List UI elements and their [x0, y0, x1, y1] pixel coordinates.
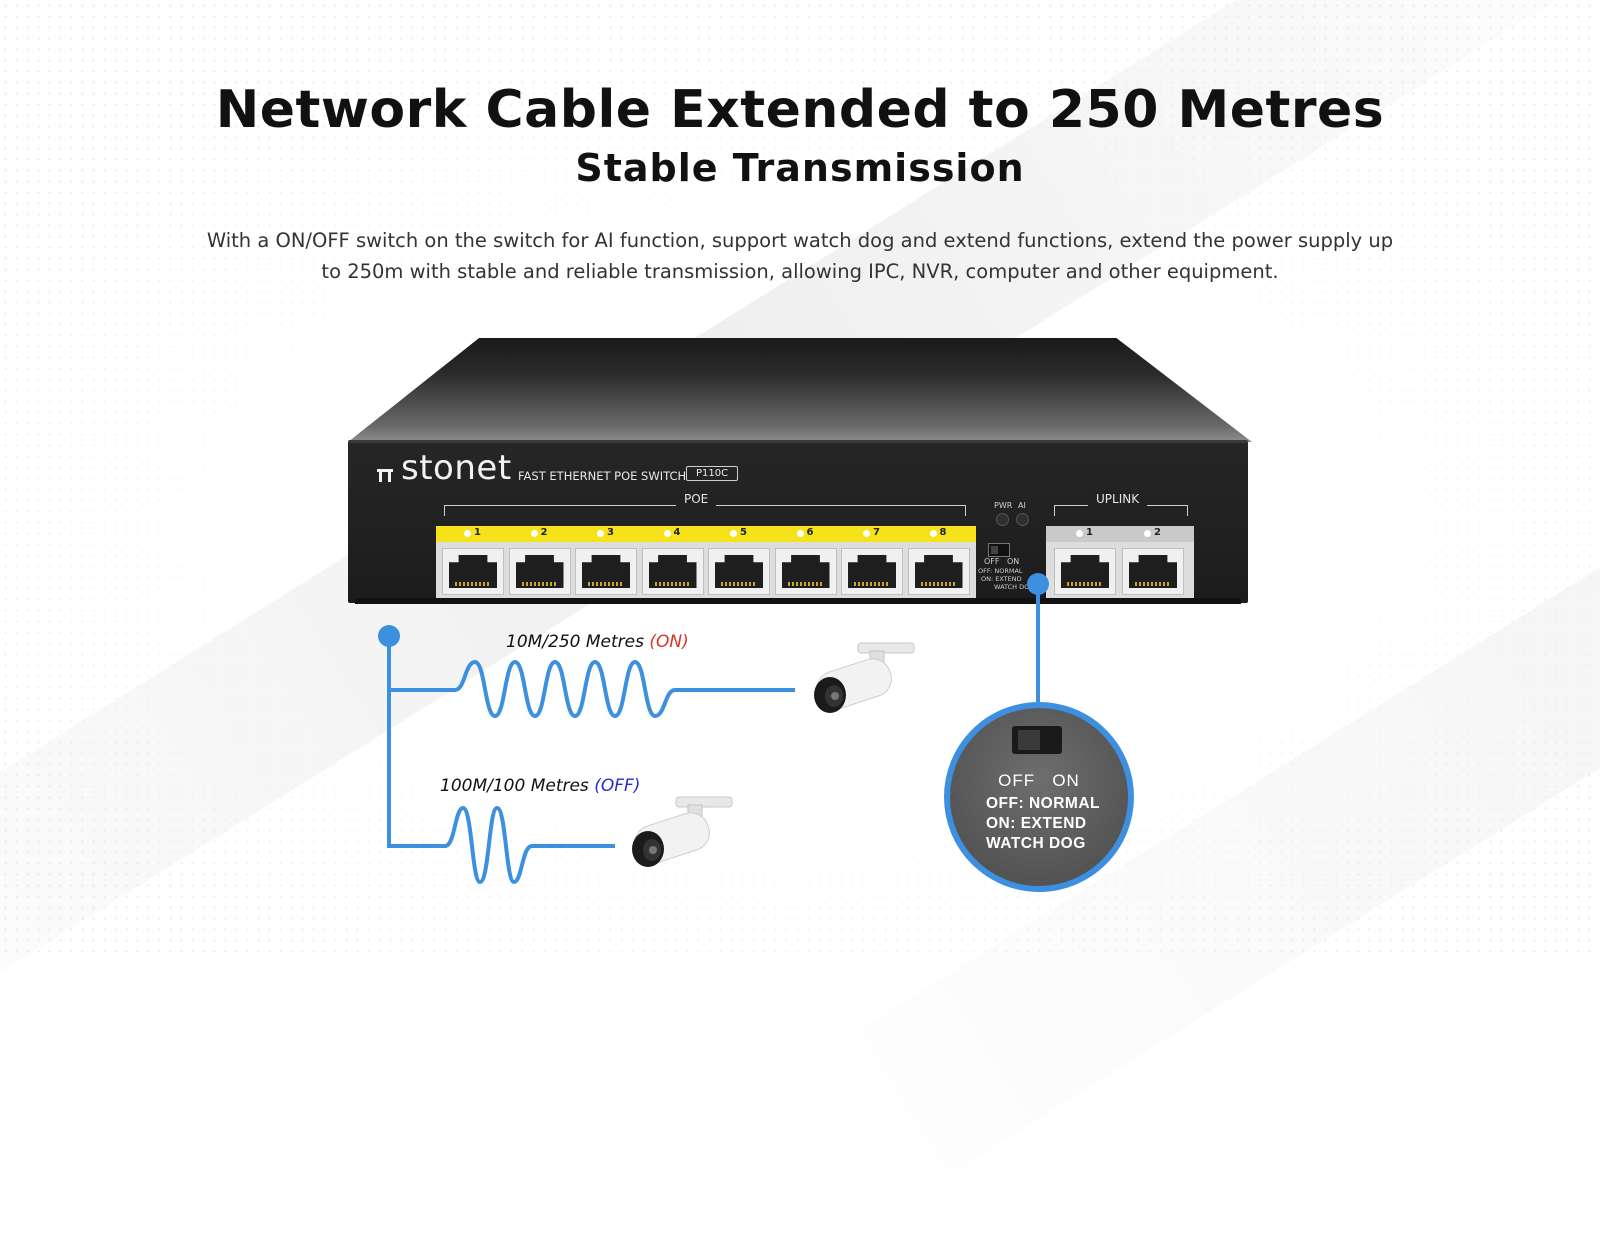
- poe-port-1[interactable]: [442, 548, 504, 595]
- port-pins: [721, 582, 757, 586]
- callout-line-2: ON: EXTEND: [986, 815, 1087, 832]
- mini-off-label: OFF: [984, 557, 1000, 566]
- poe-port-6[interactable]: [774, 548, 837, 595]
- switch-front-panel: stonet FAST ETHERNET POE SWITCH P110C PO…: [348, 440, 1248, 603]
- port-led: [663, 530, 671, 537]
- long-cable-distance: 10M/250 Metres: [506, 632, 644, 652]
- poe-port-7[interactable]: [841, 548, 903, 595]
- port-number: 4: [673, 527, 681, 538]
- port-number: 1: [1086, 527, 1093, 538]
- port-pins: [521, 582, 558, 586]
- short-cable-mode: (OFF): [594, 776, 641, 796]
- port-pins: [1135, 582, 1171, 586]
- page-subtitle: Stable Transmission: [575, 146, 1025, 190]
- mini-line-3: WATCH DOG: [994, 583, 1035, 591]
- model-text: FAST ETHERNET POE SWITCH: [518, 469, 687, 483]
- description: With a ON/OFF switch on the switch for A…: [200, 225, 1400, 287]
- extend-dip-switch[interactable]: [988, 543, 1010, 557]
- callout-line-3: WATCH DOG: [986, 835, 1086, 852]
- poe-port-group: 1 2 3 4 5 6 7 8: [436, 526, 976, 599]
- port-number: 6: [806, 527, 814, 538]
- short-cable-distance: 100M/100 Metres: [440, 776, 589, 796]
- callout-off-label: OFF: [998, 771, 1036, 790]
- ai-led: [1016, 513, 1029, 526]
- port-led: [1076, 530, 1083, 537]
- port-led: [530, 530, 538, 537]
- port-number: 1: [474, 527, 481, 538]
- port-led: [730, 530, 737, 537]
- poe-port-4[interactable]: [641, 548, 704, 595]
- switch-base: [355, 598, 1241, 604]
- port-pins: [455, 582, 491, 586]
- uplink-port-1[interactable]: [1054, 548, 1116, 595]
- description-line-1: With a ON/OFF switch on the switch for A…: [206, 229, 1394, 252]
- uplink-label: UPLINK: [1088, 492, 1148, 506]
- port-number: 2: [1154, 527, 1161, 538]
- poe-label: POE: [676, 492, 717, 506]
- port-led: [597, 530, 604, 537]
- pwr-led: [996, 513, 1009, 526]
- port-number: 3: [607, 527, 614, 538]
- port-number: 5: [740, 527, 747, 538]
- port-pins: [787, 582, 824, 586]
- cable-diagram: [378, 573, 1049, 885]
- port-led: [863, 530, 870, 537]
- callout-on-label: ON: [1052, 771, 1080, 790]
- port-pins: [854, 582, 890, 586]
- port-number: 7: [873, 527, 880, 538]
- callout-dip-switch: [1012, 726, 1062, 754]
- port-pins: [654, 582, 691, 586]
- callout-anchor: [1027, 573, 1049, 595]
- port-led: [796, 530, 804, 537]
- poe-port-2[interactable]: [508, 548, 571, 595]
- port-led: [929, 530, 937, 537]
- pwr-label: PWR: [994, 501, 1013, 510]
- long-cable: [389, 659, 795, 719]
- ai-label: AI: [1018, 501, 1026, 510]
- callout-off-on: OFF ON: [950, 771, 1128, 791]
- mini-line-1: OFF: NORMAL: [978, 567, 1023, 575]
- callout-line-1: OFF: NORMAL: [986, 795, 1100, 812]
- port-pins: [588, 582, 624, 586]
- port-number: 2: [540, 527, 548, 538]
- model-code: P110C: [686, 466, 739, 481]
- port-number: 8: [939, 527, 947, 538]
- mini-line-2: ON: EXTEND: [981, 575, 1022, 583]
- short-cable-label: 100M/100 Metres (OFF): [440, 776, 640, 796]
- poe-led-strip: [436, 526, 976, 542]
- uplink-led-strip: [1046, 526, 1194, 542]
- camera-icon: [632, 796, 733, 867]
- brand-name: stonet: [401, 448, 512, 488]
- description-line-2: to 250m with stable and reliable transmi…: [321, 260, 1279, 283]
- stonet-logo-icon: [377, 469, 393, 482]
- trunk-endpoint: [378, 625, 400, 647]
- switch-zoom-callout: OFF ON OFF: NORMAL ON: EXTEND WATCH DOG: [944, 702, 1134, 892]
- switch-top-panel: [348, 338, 1252, 442]
- page-title: Network Cable Extended to 250 Metres: [215, 80, 1385, 140]
- port-led: [1144, 530, 1151, 537]
- uplink-port-2[interactable]: [1122, 548, 1184, 595]
- port-pins: [920, 582, 957, 586]
- camera-icon: [814, 642, 915, 713]
- port-led: [464, 530, 471, 537]
- poe-port-5[interactable]: [708, 548, 770, 595]
- long-cable-mode: (ON): [649, 632, 689, 652]
- poe-port-3[interactable]: [575, 548, 637, 595]
- long-cable-label: 10M/250 Metres (ON): [506, 632, 689, 652]
- mini-on-label: ON: [1007, 557, 1020, 566]
- port-pins: [1067, 582, 1103, 586]
- poe-port-8[interactable]: [907, 548, 970, 595]
- short-cable: [389, 805, 615, 885]
